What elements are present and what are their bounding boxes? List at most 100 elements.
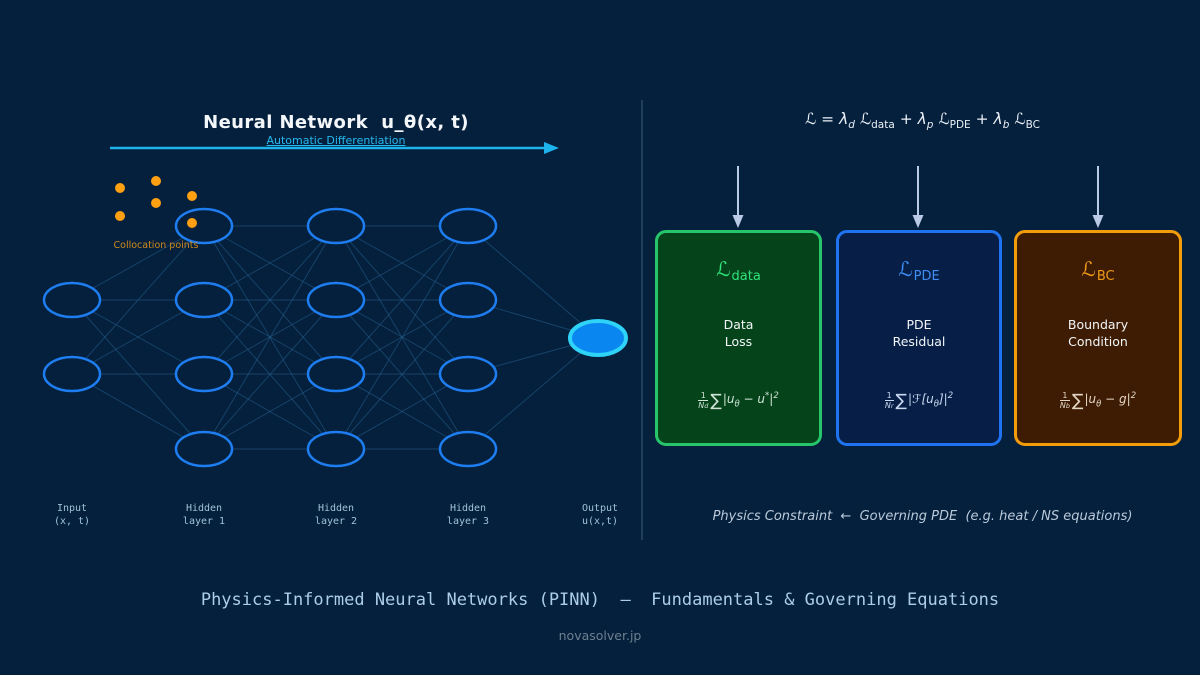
formula-symbol: ℒ (938, 110, 950, 128)
loss-box-bc-desc: Boundary Condition (1017, 317, 1179, 350)
fraction-denominator-sub: b (1065, 402, 1071, 410)
hidden-node (438, 281, 498, 319)
formula-subscript: PDE (949, 119, 971, 132)
loss-box-data-desc: Data Loss (658, 317, 819, 350)
connection-line (71, 299, 205, 375)
autodiff-arrow-head (544, 142, 559, 154)
layer-label-line: u(x,t) (581, 515, 619, 527)
input-node (42, 355, 102, 393)
formula-symbol: ℒ (1014, 110, 1026, 128)
formula-symbol: λ (993, 110, 1003, 128)
fraction-denominator-sub: d (704, 402, 709, 410)
loss-term-arrow-pde (912, 166, 924, 228)
watermark: novasolver.jp (558, 628, 642, 643)
formula-subscript: data (871, 119, 895, 132)
connection-line (71, 373, 205, 450)
formula-subscript: θ (734, 399, 740, 410)
connection-line (71, 225, 205, 301)
input-node (42, 281, 102, 319)
collocation-label: Collocation points (113, 240, 199, 251)
network-title: Neural Network u_θ(x, t) (203, 112, 469, 133)
formula-superscript: 2 (773, 391, 779, 401)
formula-subscript: p (926, 119, 934, 132)
formula-subscript: θ (933, 399, 939, 410)
formula-term: |u (1084, 392, 1097, 406)
connection-line (335, 225, 469, 375)
formula-term: |ℱ[u (908, 392, 934, 406)
formula-superscript: * (765, 391, 770, 401)
connection-line (203, 373, 337, 450)
loss-box-bc-title: ℒBC (1017, 257, 1179, 284)
fraction-numerator: 1 (886, 390, 892, 400)
loss-box-pde-desc: PDE Residual (839, 317, 999, 350)
connection-line (203, 225, 337, 450)
layer-label-line: layer 2 (314, 515, 358, 527)
formula-term: |u (722, 392, 735, 406)
connection-line (467, 225, 599, 339)
layer-label-line: Output (581, 503, 619, 514)
collocation-point (151, 198, 161, 208)
layer-label-output: Output u(x,t) (540, 503, 660, 528)
formula-term: | (769, 392, 774, 406)
layer-label-input: Input (x, t) (12, 503, 132, 528)
connection-line (335, 225, 469, 450)
hidden-node (174, 430, 234, 468)
loss-term-arrow-data (732, 166, 744, 228)
loss-term-arrow-bc (1092, 166, 1104, 228)
hidden-node (306, 207, 366, 245)
formula-term: − u (739, 392, 766, 406)
connection-line (71, 225, 205, 375)
hidden-node (306, 355, 366, 393)
formula-operator: + (970, 110, 994, 128)
formula-symbol: λ (839, 110, 849, 128)
layer-label-hidden2: Hidden layer 2 (276, 503, 396, 528)
desc-line: Loss (724, 333, 753, 349)
sum-symbol: ∑ (895, 391, 907, 411)
autodiff-label: Automatic Differentiation (266, 134, 406, 147)
loss-symbol-subscript: data (731, 269, 761, 284)
collocation-point (151, 176, 161, 186)
output-node (568, 319, 628, 357)
layer-label-line: layer 1 (182, 515, 226, 527)
formula-operator: + (894, 110, 918, 128)
sum-symbol: ∑ (1072, 391, 1084, 411)
hidden-node (438, 355, 498, 393)
formula-subscript: θ (1096, 399, 1102, 410)
connection-line (335, 299, 469, 450)
loss-symbol: ℒ (716, 257, 731, 281)
connection-line (335, 225, 469, 301)
layer-label-hidden1: Hidden layer 1 (144, 503, 264, 528)
slide-title: Physics-Informed Neural Networks (PINN) … (200, 590, 1000, 610)
desc-line: Condition (1068, 333, 1128, 349)
loss-symbol: ℒ (898, 257, 913, 281)
hidden-node (174, 281, 234, 319)
hidden-node (438, 430, 498, 468)
loss-box-pde-title: ℒPDE (839, 257, 999, 284)
collocation-point (115, 183, 125, 193)
fraction-denominator-sub: r (890, 402, 894, 410)
layer-label-line: layer 3 (446, 515, 490, 527)
connection-line (203, 299, 337, 450)
desc-line: Data (723, 317, 754, 332)
hidden-node (174, 355, 234, 393)
hidden-node (174, 207, 234, 245)
formula-superscript: 2 (1130, 391, 1137, 401)
formula-subscript: BC (1025, 119, 1040, 132)
formula-term: − g| (1101, 392, 1131, 406)
collocation-point (187, 191, 197, 201)
formula-subscript: d (848, 119, 855, 132)
fraction-numerator: 1 (700, 390, 706, 400)
layer-label-hidden3: Hidden layer 3 (408, 503, 528, 528)
loss-box-data-title: ℒdata (658, 257, 819, 284)
connection-line (467, 337, 599, 450)
neural-network-diagram (42, 176, 628, 468)
desc-line: PDE (906, 317, 932, 332)
sum-symbol: ∑ (710, 391, 722, 411)
loss-symbol-subscript: BC (1096, 269, 1115, 284)
